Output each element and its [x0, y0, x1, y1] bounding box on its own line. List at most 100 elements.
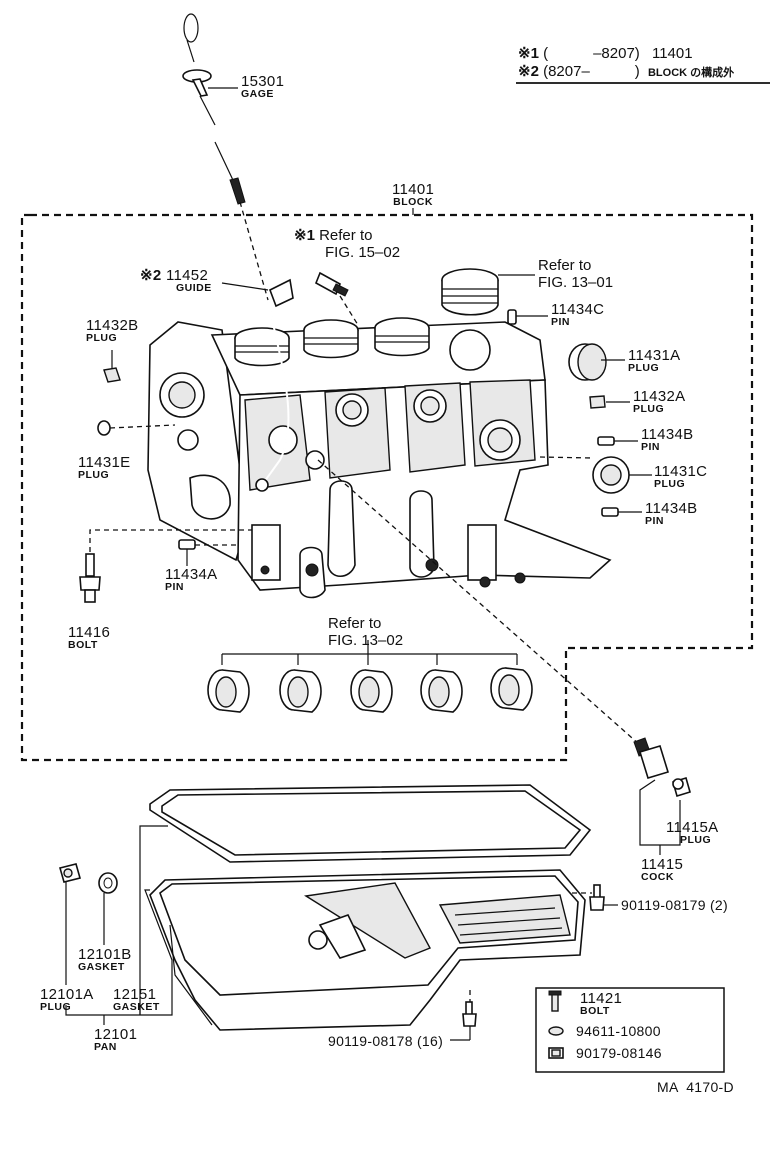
plug-11431a — [568, 343, 607, 381]
part-number: 11434A — [165, 566, 218, 583]
refer-line-1: Refer to — [319, 227, 373, 244]
label-11434b-2: 11434B PIN — [645, 501, 697, 527]
part-number: 11452 — [165, 267, 209, 284]
label-11434b-1: 11434B PIN — [641, 427, 693, 453]
plug-11431c — [592, 456, 630, 494]
part-name: PLUG — [628, 362, 660, 374]
part-name: GUIDE — [176, 282, 212, 294]
label-refer-1502: ※1 Refer to FIG. 15–02 — [294, 228, 400, 260]
part-name: PAN — [94, 1041, 117, 1053]
label-refer-1302: Refer to FIG. 13–02 — [328, 616, 403, 648]
cock-11415 — [633, 737, 670, 779]
label-11416: 11416 BOLT — [68, 625, 110, 651]
part-name: PLUG — [40, 1001, 72, 1013]
leader-guide — [221, 282, 269, 291]
part-number: 11431A — [628, 347, 681, 364]
label-12151: 12151 GASKET — [113, 987, 160, 1013]
part-number: 11415 — [641, 856, 684, 873]
refer-line-1: Refer to — [328, 615, 382, 632]
label-refer-1301: Refer to FIG. 13–01 — [538, 258, 613, 290]
part-number: 11401 — [392, 181, 435, 198]
legend-washer-icon — [548, 1026, 564, 1036]
label-12101a: 12101A PLUG — [40, 987, 94, 1013]
oil-pan-gasket — [149, 784, 592, 863]
pin-11434a — [178, 539, 196, 550]
part-name: PLUG — [78, 469, 110, 481]
bolt-11416 — [79, 553, 101, 603]
label-11415: 11415 COCK — [641, 857, 683, 883]
part-number: 11432B — [86, 317, 139, 334]
pin-11434b-1 — [597, 436, 615, 446]
part-name: PIN — [551, 316, 571, 328]
part-number: 12151 — [113, 986, 157, 1003]
plug-11415a — [672, 776, 691, 798]
leader-pan — [65, 889, 173, 1016]
leader-1502 — [339, 295, 359, 326]
legend-bolt-name: BOLT — [580, 1005, 610, 1017]
label-11431a: 11431A PLUG — [628, 348, 680, 374]
guide-mark: ※2 — [140, 267, 162, 284]
leader-11416 — [89, 529, 252, 552]
pin-11434b-2 — [601, 507, 619, 517]
label-90119-08178: 90119-08178 (16) — [328, 1034, 443, 1048]
bolt-90119-08178 — [462, 1001, 477, 1027]
part-number: 12101 — [94, 1026, 138, 1043]
legend-box — [535, 987, 725, 1073]
part-number: 11432A — [633, 388, 686, 405]
part-number: 12101B — [78, 946, 132, 963]
legend-nut-number: 90179-08146 — [576, 1045, 662, 1061]
part-number: 11434B — [641, 426, 694, 443]
part-name: COCK — [641, 871, 674, 883]
part-number: 90119-08179 (2) — [621, 897, 728, 913]
refer-line-1: Refer to — [538, 257, 592, 274]
part-name: PLUG — [633, 403, 665, 415]
refer-line-2: FIG. 13–01 — [538, 274, 614, 291]
note-line-2: ※2 (8207– ) BLOCK の構成外 — [518, 64, 734, 79]
plug-11431e — [97, 420, 111, 436]
note-part-2: BLOCK の構成外 — [647, 67, 735, 79]
part-name: PLUG — [86, 332, 118, 344]
part-name: PLUG — [654, 478, 686, 490]
label-12101: 12101 PAN — [94, 1027, 137, 1053]
label-11434a: 11434A PIN — [165, 567, 217, 593]
label-12101b: 12101B GASKET — [78, 947, 132, 973]
leader-12151 — [139, 825, 168, 1015]
part-name: PIN — [165, 581, 185, 593]
note-range-1: ( –8207) — [543, 45, 640, 62]
label-guide: ※2 11452 GUIDE — [140, 268, 212, 294]
legend-bolt: 11421 BOLT — [580, 991, 622, 1017]
part-name: PIN — [645, 515, 665, 527]
legend-bolt-number: 11421 — [580, 990, 623, 1007]
cylinder-block — [147, 268, 612, 599]
block-boundary — [20, 213, 754, 762]
part-number: 11431C — [654, 463, 708, 480]
refer-line-2: FIG. 15–02 — [325, 244, 401, 261]
oil-pan — [149, 869, 586, 1031]
part-name: BOLT — [68, 639, 98, 651]
label-11415a: 11415A PLUG — [666, 820, 718, 846]
label-block: 11401 BLOCK — [392, 182, 434, 208]
part-number: 11416 — [68, 624, 111, 641]
legend-bolt-icon — [548, 990, 562, 1012]
part-number: 90119-08178 (16) — [328, 1033, 444, 1049]
part-name: GASKET — [113, 1001, 160, 1013]
part-name: PLUG — [680, 834, 712, 846]
label-11432b: 11432B PLUG — [86, 318, 138, 344]
plug-11432a — [589, 395, 606, 409]
leader-11431e — [109, 424, 176, 429]
dipstick-gage — [182, 13, 246, 205]
refer-line-2: FIG. 13–02 — [328, 632, 404, 649]
pin-11434c — [507, 309, 517, 325]
part-number: 11415A — [666, 819, 719, 836]
crank-bearings — [207, 640, 533, 713]
part-number: 12101A — [40, 986, 94, 1003]
part-number: 11434C — [551, 301, 605, 318]
part-number: 11431E — [78, 454, 131, 471]
gasket-12101b — [98, 872, 118, 894]
label-11432a: 11432A PLUG — [633, 389, 685, 415]
dipstick-guide — [255, 278, 294, 492]
refer-1502-part — [314, 271, 349, 297]
legend-washer-number: 94611-10800 — [576, 1023, 661, 1039]
leader-gage-to-guide — [239, 201, 269, 301]
